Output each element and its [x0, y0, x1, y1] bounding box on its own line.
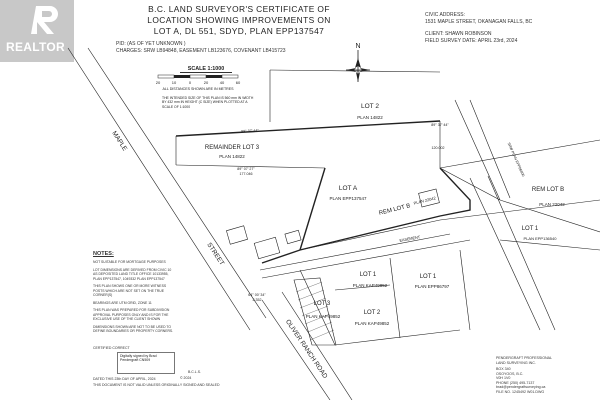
firm-phone: PHONE (250) 495-7137	[496, 380, 535, 385]
scale-intended-note: THE INTENDED SIZE OF THIS PLAN IS 560 mm…	[162, 96, 254, 109]
note-item: DIMENSIONS SHOWN ARE NOT TO BE USED TO D…	[93, 324, 174, 333]
dated-line: DATED THIS 23th DAY OF APRIL, 2024	[93, 377, 156, 381]
lot-1-mid-label: LOT 1	[360, 272, 377, 278]
note-item: THIS PLAN WAS PREPARED FOR SUBDIVISION A…	[93, 308, 170, 321]
note-item: LOT DIMENSIONS ARE DERIVED FROM CIVIC 10…	[93, 267, 172, 281]
maple-street-label: MAPLE	[110, 130, 128, 153]
civic-info: CIVIC ADDRESS: 1531 MAPLE STREET, OKANAG…	[425, 12, 532, 45]
firm-name-2: LAND SURVEYING INC.	[496, 360, 536, 365]
bearing-label: 89° 37' 44"	[241, 129, 259, 134]
plan-far-label: PLAN EPP86797	[415, 284, 450, 289]
firm-postal: V0H 1V0	[496, 376, 511, 380]
note-item: BEARINGS ARE UTM GRID, ZONE 11	[93, 300, 152, 305]
scale-tick: 20	[156, 80, 161, 85]
digital-signature-text: Digitally signed by Brad Pendergraft CN5…	[120, 354, 157, 363]
remainder-lot-3-label: REMAINDER LOT 3	[205, 145, 260, 151]
lot-2-label: LOT 2	[361, 103, 379, 110]
client-name: CLIENT: SHAWN ROBINSON	[425, 31, 492, 37]
firm-info: PENDERGRAFT PROFESSIONAL LAND SURVEYING …	[496, 356, 552, 394]
plan-lot-2b-label: PLAN KAP49852	[355, 321, 390, 326]
bearing-label: 64° 00' 34"	[248, 293, 266, 297]
rem-lot-b-right-label: REM LOT B	[532, 187, 564, 193]
scale-tick: 20	[204, 80, 209, 85]
lot-2b-label: LOT 2	[364, 310, 381, 316]
plan-a-label: PLAN EPP137547	[329, 196, 367, 201]
notes-block: NOTES: NOT SUITABLE FOR MORTGAGE PURPOSE…	[93, 251, 175, 337]
title-line-1: B.C. LAND SURVEYOR'S CERTIFICATE OF	[148, 4, 330, 14]
document-title: B.C. LAND SURVEYOR'S CERTIFICATE OF LOCA…	[124, 4, 354, 37]
srw-label: SRW PLAN EPP86800	[507, 142, 526, 177]
firm-address: BOX 340	[496, 367, 511, 371]
plan-lot-3-label: PLAN KAP49852	[306, 314, 341, 319]
certified-label: CERTIFIED CORRECT	[93, 346, 130, 350]
realtor-logo[interactable]: REALTOR	[0, 0, 74, 62]
pid-text: PID: (AS OF YET UNKNOWN )	[116, 41, 186, 47]
easement-label: EASEMENT	[399, 235, 421, 243]
title-meta: PID: (AS OF YET UNKNOWN ) CHARGES: SRW L…	[116, 41, 286, 55]
signature-box: Digitally signed by Brad Pendergraft CN5…	[117, 352, 175, 374]
title-line-3: LOT A, DL 551, SDYD, PLAN EPP137547	[153, 26, 325, 36]
plan-22042-label: PLAN 22042	[413, 195, 437, 206]
plan-14822-label: PLAN 14822	[357, 115, 383, 120]
realtor-logo-text: REALTOR	[6, 40, 65, 54]
firm-email: brad@pendergraftsurveying.ca	[496, 385, 546, 389]
lot-a-label: LOT A	[339, 185, 358, 192]
firm-city: OSOYOOS, B.C.	[496, 371, 524, 376]
field-survey-date: FIELD SURVEY DATE: APRIL 23rd, 2024	[425, 38, 518, 44]
plan-right-label: PLAN EPP136540	[524, 236, 558, 241]
scale-block: SCALE 1:1000 20 10 0 20 40 60 ALL DISTAN…	[156, 66, 256, 109]
civic-label: CIVIC ADDRESS:	[425, 12, 466, 18]
distance-label: 177.046	[240, 172, 253, 176]
svg-text:N: N	[355, 43, 360, 50]
lot-1-far-label: LOT 1	[420, 274, 437, 280]
bearing-label: 89° 07' 27"	[237, 167, 255, 171]
scale-bar: 20 10 0 20 40 60 ALL DISTANCES SHOWN ARE…	[156, 74, 241, 91]
lot-3-label: LOT 3	[314, 301, 331, 307]
validity-note: THIS DOCUMENT IS NOT VALID UNLESS ORIGIN…	[93, 383, 220, 387]
note-item: THIS PLAN SHOWS ONE OR MORE WITNESS POST…	[93, 284, 167, 297]
scale-tick: 40	[220, 80, 225, 85]
distance-label: 2.352	[253, 298, 262, 302]
scale-units: ALL DISTANCES SHOWN ARE IN METRES	[162, 87, 234, 91]
civic-address: 1531 MAPLE STREET, OKANAGAN FALLS, BC	[425, 19, 533, 25]
scale-tick: 0	[189, 80, 192, 85]
realtor-r-icon	[31, 6, 58, 34]
scale-tick: 10	[172, 80, 177, 85]
bcls-label: B.C.L.S.	[188, 370, 202, 374]
copyright-label: © 2024	[180, 376, 192, 380]
north-arrow-icon: N	[346, 43, 370, 82]
lot-1-right-label: LOT 1	[522, 226, 539, 232]
street-label: STREET	[205, 242, 225, 267]
charges-text: CHARGES: SRW LB94848, EASEMENT LB123676,…	[116, 48, 286, 54]
oliver-ranch-road-label: OLIVER RANCH ROAD	[284, 318, 329, 380]
plan-22042-right-label: PLAN 22042	[539, 202, 565, 207]
title-line-2: LOCATION SHOWING IMPROVEMENTS ON	[147, 15, 331, 25]
firm-name-1: PENDERGRAFT PROFESSIONAL	[496, 356, 553, 360]
scale-label: SCALE 1:1000	[180, 66, 232, 73]
plan-14822-label: PLAN 14822	[219, 154, 245, 159]
distance-label: 120.002	[432, 146, 445, 150]
plan-mid-label: PLAN KAP49852	[353, 283, 388, 288]
rem-lot-b-label: REM LOT B	[378, 203, 411, 217]
scale-tick: 60	[236, 80, 241, 85]
bearing-label: 89° 37' 44"	[431, 123, 449, 127]
note-item: NOT SUITABLE FOR MORTGAGE PURPOSES	[93, 260, 166, 265]
firm-file: FILE NO. 1245492 W01.DWG	[496, 389, 545, 394]
notes-title: NOTES:	[93, 251, 114, 257]
